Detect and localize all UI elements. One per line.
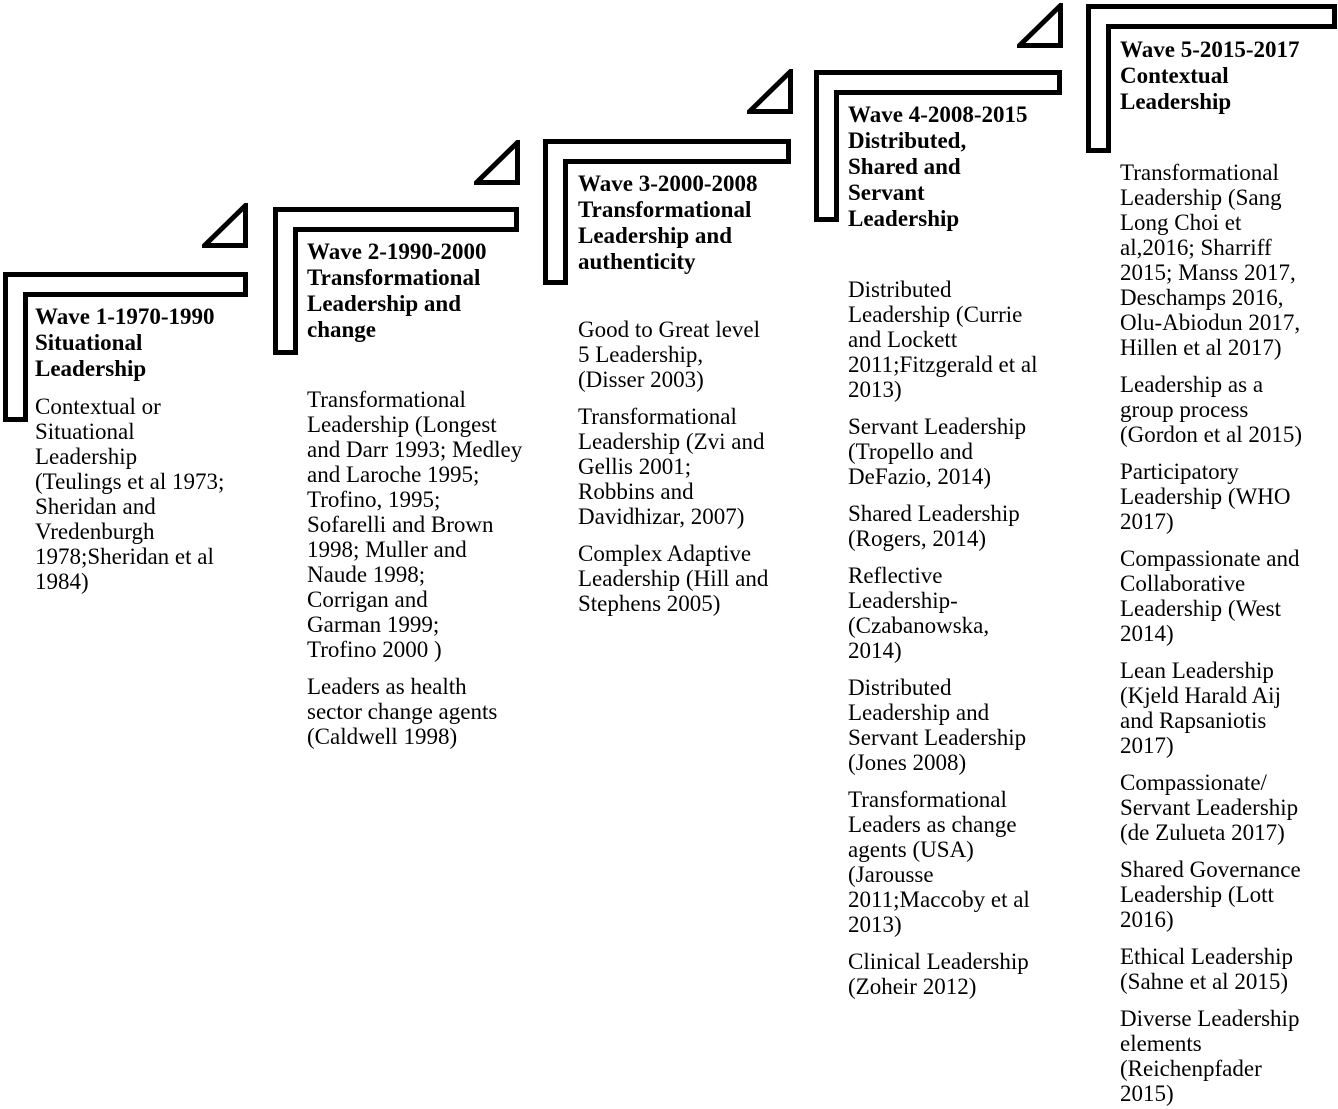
citation-paragraph: Leadership as a group process (Gordon et… [1120, 372, 1303, 447]
wave-4-step-triangle-icon [747, 69, 793, 114]
wave-4-title: Wave 4-2008-2015 Distributed, Shared and… [848, 102, 1028, 231]
wave-2-citations: Transformational Leadership (Longest and… [307, 387, 547, 749]
wave-1-title: Wave 1-1970-1990 Situational Leadership [35, 304, 215, 381]
citation-paragraph: Clinical Leadership (Zoheir 2012) [848, 949, 1029, 999]
wave-5-title: Wave 5-2015-2017 Contextual Leadership [1120, 37, 1300, 114]
citation-paragraph: Transformational Leadership (Zvi and Gel… [578, 404, 765, 529]
citation-paragraph: Distributed Leadership (Currie and Locke… [848, 277, 1038, 402]
wave-3-citations: Good to Great level 5 Leadership, (Disse… [578, 317, 793, 616]
citation-paragraph: Good to Great level 5 Leadership, (Disse… [578, 317, 761, 392]
wave-5-step-bracket [1086, 4, 1337, 153]
wave-4-step-bracket [814, 70, 1062, 222]
wave-2-title: Wave 2-1990-2000 Transformational Leader… [307, 239, 487, 342]
citation-paragraph: Shared Leadership (Rogers, 2014) [848, 501, 1020, 551]
citation-paragraph: Distributed Leadership and Servant Leade… [848, 675, 1027, 775]
wave-1-step-bracket [3, 272, 248, 422]
citation-paragraph: Ethical Leadership (Sahne et al 2015) [1120, 944, 1294, 994]
wave-3-step-triangle-icon [474, 140, 520, 185]
wave-2-column: Wave 2-1990-2000 Transformational Leader… [307, 239, 547, 761]
citation-paragraph: Diverse Leadership elements (Reichenpfad… [1120, 1006, 1300, 1106]
wave-1-citations: Contextual or Situational Leadership (Te… [35, 394, 250, 594]
citation-paragraph: Compassionate/ Servant Leadership (de Zu… [1120, 770, 1299, 845]
wave-2-step-bracket [273, 207, 519, 355]
wave-3-column: Wave 3-2000-2008 Transformational Leader… [578, 171, 793, 628]
wave-4-column: Wave 4-2008-2015 Distributed, Shared and… [848, 102, 1063, 1011]
citation-paragraph: Lean Leadership (Kjeld Harald Aij and Ra… [1120, 658, 1281, 758]
citation-paragraph: Shared Governance Leadership (Lott 2016) [1120, 857, 1301, 932]
citation-paragraph: Transformational Leadership (Longest and… [307, 387, 523, 662]
citation-paragraph: Complex Adaptive Leadership (Hill and St… [578, 541, 769, 616]
wave-3-step-bracket [543, 139, 791, 285]
citation-paragraph: Transformational Leaders as change agent… [848, 787, 1030, 937]
citation-paragraph: Servant Leadership (Tropello and DeFazio… [848, 414, 1027, 489]
wave-5-step-triangle-icon [1017, 3, 1063, 48]
wave-2-step-triangle-icon [202, 203, 248, 248]
wave-4-citations: Distributed Leadership (Currie and Locke… [848, 277, 1063, 999]
citation-paragraph: Leaders as health sector change agents (… [307, 674, 498, 749]
citation-paragraph: Compassionate and Collaborative Leadersh… [1120, 546, 1300, 646]
wave-5-column: Wave 5-2015-2017 Contextual Leadership T… [1120, 37, 1325, 1109]
citation-paragraph: Contextual or Situational Leadership (Te… [35, 394, 225, 594]
wave-3-title: Wave 3-2000-2008 Transformational Leader… [578, 171, 758, 274]
wave-5-citations: Transformational Leadership (Sang Long C… [1120, 160, 1325, 1106]
citation-paragraph: Reflective Leadership- (Czabanowska, 201… [848, 563, 990, 663]
citation-paragraph: Participatory Leadership (WHO 2017) [1120, 459, 1291, 534]
citation-paragraph: Transformational Leadership (Sang Long C… [1120, 160, 1301, 360]
wave-1-column: Wave 1-1970-1990 Situational Leadership … [35, 304, 250, 606]
